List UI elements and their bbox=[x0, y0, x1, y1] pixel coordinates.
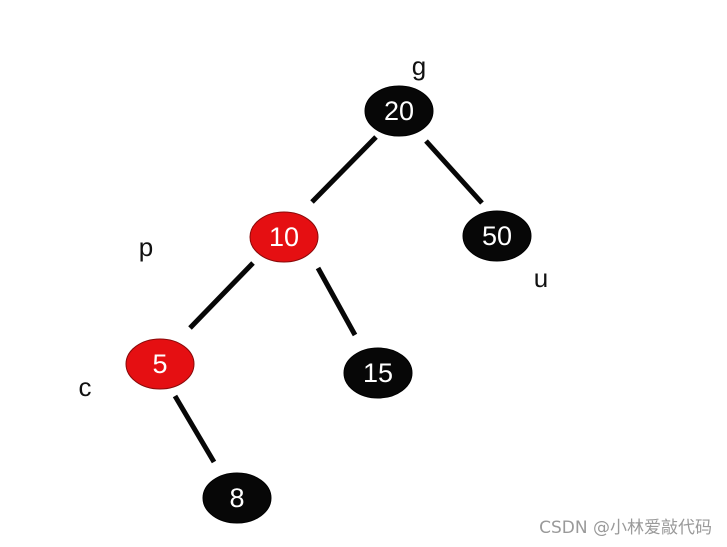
node-10-label: 10 bbox=[269, 222, 299, 252]
label-c: c bbox=[79, 372, 92, 402]
edge-10-15 bbox=[315, 266, 358, 337]
node-5-label: 5 bbox=[152, 349, 167, 379]
node-8: 8 bbox=[202, 472, 272, 524]
node-5-circle bbox=[125, 338, 195, 390]
node-10-circle bbox=[249, 211, 319, 263]
label-g: g bbox=[412, 51, 426, 81]
edges-layer bbox=[172, 135, 484, 464]
edge-20-10 bbox=[310, 135, 378, 204]
edge-20-50 bbox=[424, 139, 484, 205]
node-15-label: 15 bbox=[363, 358, 393, 388]
label-p: p bbox=[139, 232, 153, 262]
node-5: 5 bbox=[125, 338, 195, 390]
node-20-circle bbox=[364, 85, 434, 137]
node-50: 50 bbox=[462, 210, 532, 262]
edge-10-5 bbox=[188, 261, 255, 330]
node-10: 10 bbox=[249, 211, 319, 263]
node-8-label: 8 bbox=[229, 483, 244, 513]
watermark-text: CSDN @小林爱敲代码 bbox=[539, 518, 712, 538]
node-15-circle bbox=[343, 347, 413, 399]
node-50-circle bbox=[462, 210, 532, 262]
node-20: 20 bbox=[364, 85, 434, 137]
edge-5-8 bbox=[172, 394, 217, 464]
node-20-label: 20 bbox=[384, 96, 414, 126]
node-50-label: 50 bbox=[482, 221, 512, 251]
node-8-circle bbox=[202, 472, 272, 524]
label-u: u bbox=[534, 263, 548, 293]
node-15: 15 bbox=[343, 347, 413, 399]
